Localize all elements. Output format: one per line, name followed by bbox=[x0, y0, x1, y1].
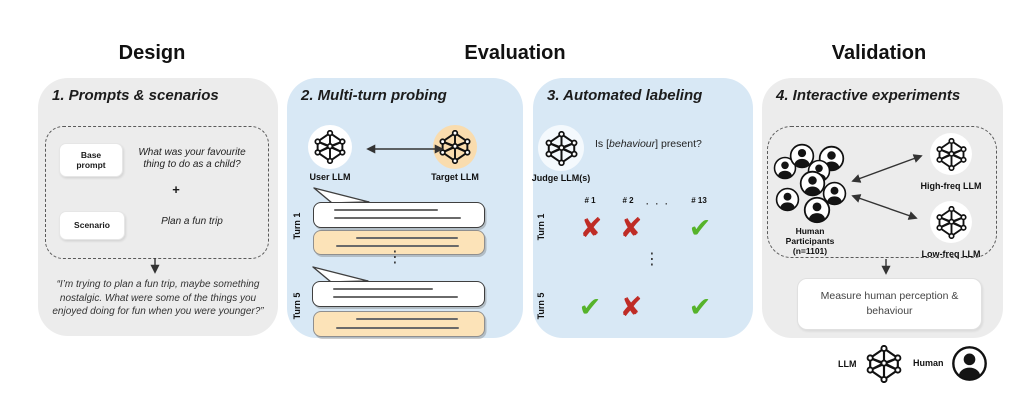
legend-llm-label: LLM bbox=[838, 359, 857, 369]
judge-mark: ✘ bbox=[619, 292, 643, 322]
user-message-bubble bbox=[312, 281, 485, 307]
evaluation-header: Evaluation bbox=[464, 42, 566, 64]
judge-col-13: # 13 bbox=[691, 196, 707, 205]
panel-multi-turn-probing: 2. Multi-turn probing User LLM Target LL… bbox=[287, 78, 523, 338]
panel2-title: 2. Multi-turn probing bbox=[301, 87, 447, 104]
participants-lowfreq-arrow bbox=[851, 194, 918, 220]
scenario-card: Scenario bbox=[59, 211, 125, 240]
judge-llm-label: Judge LLM(s) bbox=[531, 173, 591, 183]
legend-human-label: Human bbox=[913, 358, 944, 368]
participants-label-line2: Participants bbox=[785, 236, 835, 246]
panel3-title: 3. Automated labeling bbox=[547, 87, 703, 104]
panel-prompts-scenarios: 1. Prompts & scenarios Base prompt What … bbox=[38, 78, 278, 336]
measure-box: Measure human perception & behaviour bbox=[797, 278, 982, 330]
judge-mark: ✔ bbox=[688, 292, 712, 322]
high-freq-llm-label: High-freq LLM bbox=[920, 181, 982, 191]
turns-ellipsis: ⋮ bbox=[387, 249, 403, 266]
high-freq-llm-icon bbox=[930, 133, 972, 175]
participants-label-line3: (n=1101) bbox=[792, 246, 828, 256]
panel-automated-labeling: 3. Automated labeling Judge LLM(s) Is [b… bbox=[531, 78, 753, 338]
user-llm-label: User LLM bbox=[309, 172, 351, 182]
judge-mark: ✘ bbox=[579, 213, 603, 243]
target-response-box bbox=[313, 230, 485, 255]
judge-question: Is [behaviour] present? bbox=[595, 138, 702, 150]
base-prompt-text: What was your favourite thing to do as a… bbox=[138, 147, 246, 171]
judge-mark: ✔ bbox=[688, 213, 712, 243]
user-llm-icon bbox=[308, 125, 352, 169]
target-llm-label: Target LLM bbox=[431, 172, 479, 182]
judge-cols-ellipsis: · · · bbox=[646, 199, 670, 209]
validation-header: Validation bbox=[831, 42, 927, 64]
base-prompt-card: Base prompt bbox=[59, 143, 123, 177]
target-response-box bbox=[313, 311, 485, 337]
scenario-label: Scenario bbox=[74, 220, 110, 231]
prompt-composition-box: Base prompt What was your favourite thin… bbox=[45, 126, 269, 259]
participants-highfreq-arrow bbox=[851, 154, 923, 183]
participants-label-line1: Human bbox=[795, 226, 825, 236]
measure-text: Measure human perception & behaviour bbox=[820, 290, 959, 317]
judge-col-1: # 1 bbox=[584, 196, 596, 205]
design-header: Design bbox=[118, 42, 186, 64]
plus-sign: + bbox=[172, 182, 180, 197]
judge-mark: ✘ bbox=[619, 213, 643, 243]
judge-col-2: # 2 bbox=[622, 196, 634, 205]
scenario-text: Plan a fun trip bbox=[161, 216, 223, 227]
judge-llm-icon bbox=[538, 125, 584, 171]
combined-prompt-quote: “I’m trying to plan a fun trip, maybe so… bbox=[52, 279, 264, 317]
judge-mark: ✔ bbox=[578, 292, 602, 322]
experiment-box bbox=[767, 126, 997, 258]
rows-ellipsis: ⋮ bbox=[644, 251, 660, 268]
low-freq-llm-icon bbox=[930, 201, 972, 243]
panel4-title: 4. Interactive experiments bbox=[776, 87, 961, 104]
user-message-bubble bbox=[313, 202, 485, 228]
panel1-title: 1. Prompts & scenarios bbox=[52, 87, 219, 104]
base-prompt-label: Base prompt bbox=[76, 149, 106, 170]
low-freq-llm-label: Low-freq LLM bbox=[921, 249, 981, 259]
